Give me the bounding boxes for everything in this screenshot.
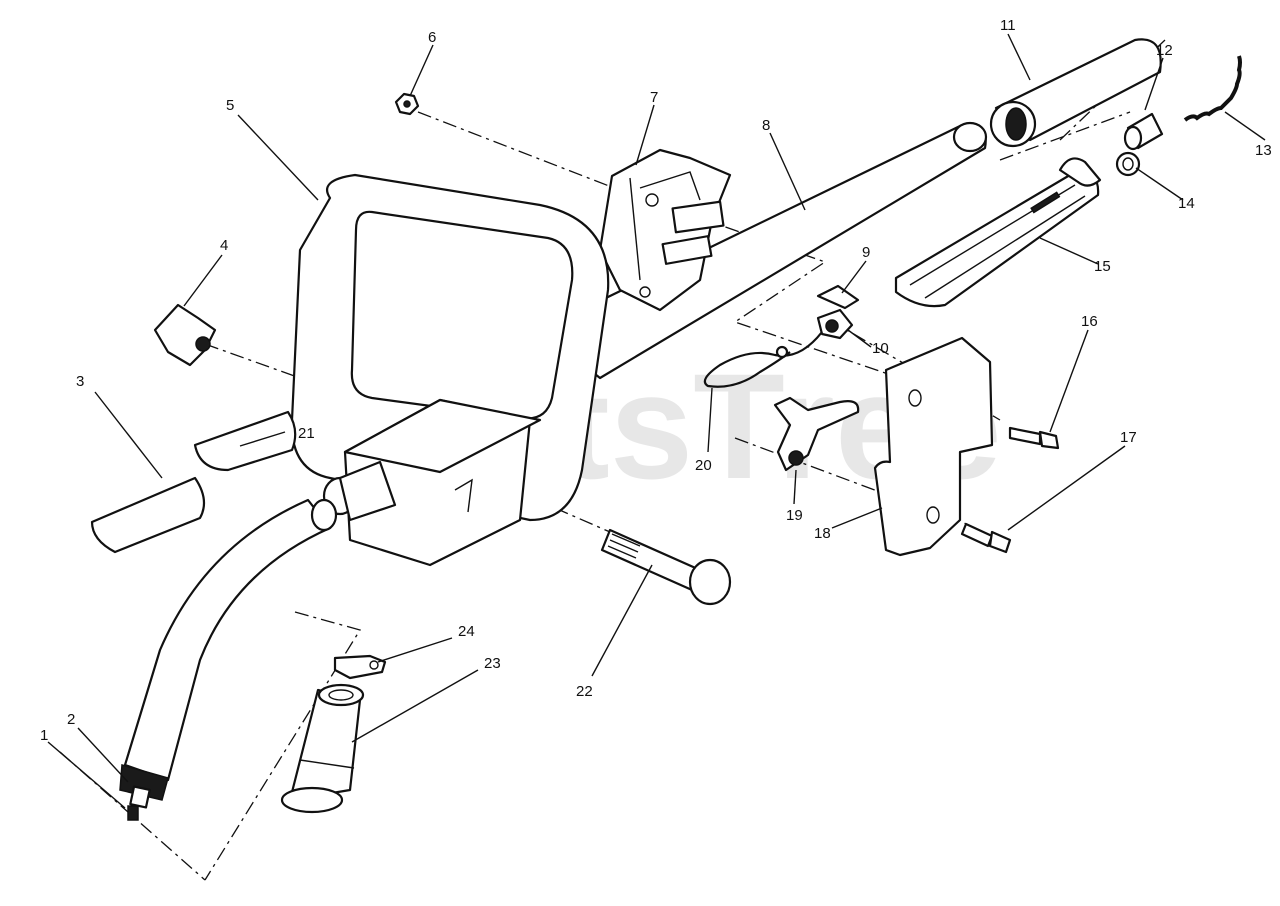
callout-21: 21 [298,425,315,442]
callout-18: 18 [814,525,831,542]
part-10-switch [816,308,854,340]
callout-19: 19 [786,507,803,524]
curved-drive-tube [119,498,338,821]
part-23-sleeve [280,683,365,814]
part-17-screw [960,522,1012,554]
callout-3: 3 [76,373,84,390]
part-12-bushing [1123,112,1164,151]
part-15-housing-rail [894,157,1102,308]
handle-block [322,398,542,567]
part-9-switch-cap [816,284,860,310]
callout-15: 15 [1094,258,1111,275]
part-16-screw [1008,426,1060,450]
callout-11: 11 [1000,17,1016,34]
callout-1: 1 [40,727,48,744]
leader-lines [47,33,1266,809]
part-6-nut [394,92,420,116]
part-18-side-cover [873,336,994,557]
callout-2: 2 [67,711,75,728]
callout-12: 12 [1156,42,1173,59]
callout-5: 5 [226,97,234,114]
callout-6: 6 [428,29,436,46]
callout-10: 10 [872,340,889,357]
part-22-carriage-bolt [600,528,732,606]
part-11-tube-grip [989,38,1162,148]
callout-14: 14 [1178,195,1195,212]
callout-24: 24 [458,623,475,640]
part-19-trigger [773,396,860,472]
callout-4: 4 [220,237,228,254]
part-24-clamp [333,654,387,680]
callout-13: 13 [1255,142,1272,159]
callout-labels: 1 2 3 4 5 6 7 8 9 10 11 12 13 14 15 16 1… [40,17,1272,744]
part-13-spring [1183,55,1242,122]
part-4-knob [153,303,217,367]
callout-7: 7 [650,89,658,106]
callout-16: 16 [1081,313,1098,330]
callout-23: 23 [484,655,501,672]
part-8-shaft [538,121,988,380]
callout-8: 8 [762,117,770,134]
part-20-wire [703,331,823,388]
callout-9: 9 [862,244,870,261]
part-3-shield [90,476,206,554]
callout-22: 22 [576,683,593,700]
callout-17: 17 [1120,429,1137,446]
callout-20: 20 [695,457,712,474]
part-7-mount-bracket [598,148,732,312]
part-21-shield [193,410,297,472]
part-14-ring [1115,151,1141,177]
